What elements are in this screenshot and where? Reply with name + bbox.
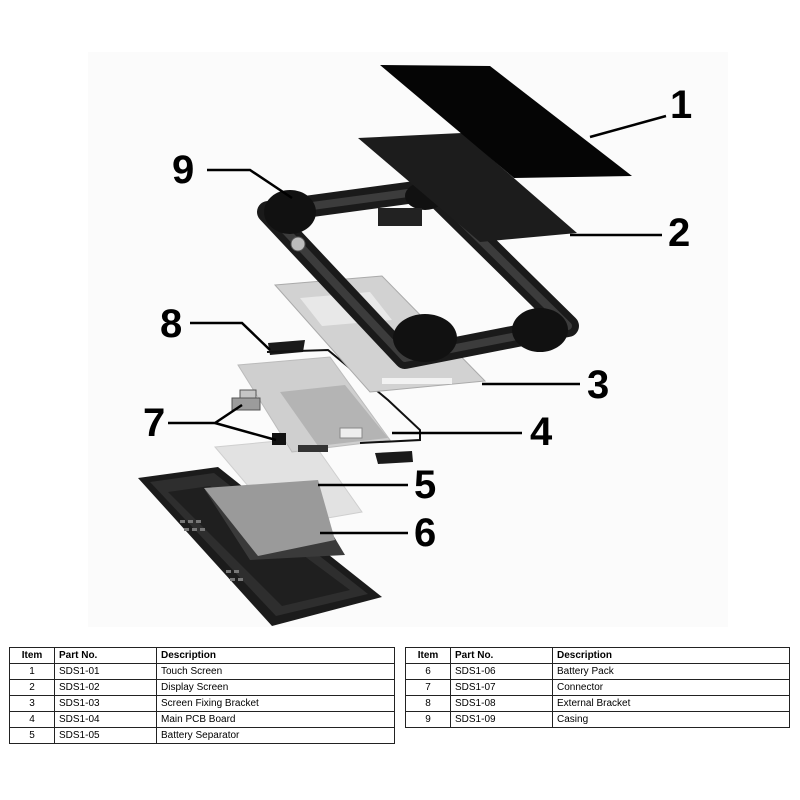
cell-description: Connector — [552, 679, 790, 696]
table-row: 7 SDS1-07 Connector — [405, 679, 790, 696]
cell-part-no: SDS1-07 — [450, 679, 553, 696]
parts-table-left: Item Part No. Description 1 SDS1-01 Touc… — [9, 647, 395, 744]
cell-part-no: SDS1-01 — [54, 663, 157, 680]
parts-table-right: Item Part No. Description 6 SDS1-06 Batt… — [405, 647, 790, 728]
callout-4: 4 — [530, 410, 553, 454]
callout-5: 5 — [414, 463, 436, 507]
cell-item: 2 — [9, 679, 55, 696]
callout-2: 2 — [668, 211, 690, 255]
cell-item: 6 — [405, 663, 451, 680]
leader-lines — [168, 114, 667, 535]
cell-part-no: SDS1-06 — [450, 663, 553, 680]
leader-line-1 — [589, 114, 667, 139]
cell-item: 4 — [9, 711, 55, 728]
part-casing — [257, 179, 579, 369]
table-row: 4 SDS1-04 Main PCB Board — [9, 711, 395, 728]
cell-item: 7 — [405, 679, 451, 696]
header-part-no: Part No. — [450, 647, 553, 664]
leader-line-7b — [214, 421, 277, 442]
callout-7: 7 — [143, 401, 165, 445]
leader-line-9 — [207, 168, 293, 200]
callout-1: 1 — [670, 83, 692, 127]
cell-part-no: SDS1-02 — [54, 679, 157, 696]
cell-description: Battery Pack — [552, 663, 790, 680]
table-row: 3 SDS1-03 Screen Fixing Bracket — [9, 695, 395, 712]
part-external-bracket — [266, 340, 421, 464]
part-display-screen — [358, 133, 577, 242]
part-main-pcb — [237, 356, 391, 453]
cell-description: Main PCB Board — [156, 711, 395, 728]
cell-description: Display Screen — [156, 679, 395, 696]
cell-item: 1 — [9, 663, 55, 680]
cell-item: 3 — [9, 695, 55, 712]
table-row: 9 SDS1-09 Casing — [405, 711, 790, 728]
table-header-row: Item Part No. Description — [405, 647, 790, 664]
cell-description: External Bracket — [552, 695, 790, 712]
cell-description: Screen Fixing Bracket — [156, 695, 395, 712]
table-header-row: Item Part No. Description — [9, 647, 395, 664]
cell-part-no: SDS1-05 — [54, 727, 157, 744]
table-row: 6 SDS1-06 Battery Pack — [405, 663, 790, 680]
header-description: Description — [156, 647, 395, 664]
table-row: 2 SDS1-02 Display Screen — [9, 679, 395, 696]
table-row: 1 SDS1-01 Touch Screen — [9, 663, 395, 680]
part-touch-screen — [380, 65, 632, 178]
cell-description: Touch Screen — [156, 663, 395, 680]
cell-item: 5 — [9, 727, 55, 744]
part-connectors — [231, 389, 286, 445]
table-row: 5 SDS1-05 Battery Separator — [9, 727, 395, 744]
cell-part-no: SDS1-09 — [450, 711, 553, 728]
cell-description: Battery Separator — [156, 727, 395, 744]
cell-description: Casing — [552, 711, 790, 728]
callout-3: 3 — [587, 363, 609, 407]
callout-8: 8 — [160, 302, 182, 346]
cell-item: 8 — [405, 695, 451, 712]
cell-part-no: SDS1-08 — [450, 695, 553, 712]
header-part-no: Part No. — [54, 647, 157, 664]
header-item: Item — [405, 647, 451, 664]
leader-line-8 — [190, 321, 271, 351]
cell-part-no: SDS1-03 — [54, 695, 157, 712]
callout-6: 6 — [414, 511, 436, 555]
header-description: Description — [552, 647, 790, 664]
table-row: 8 SDS1-08 External Bracket — [405, 695, 790, 712]
cell-item: 9 — [405, 711, 451, 728]
exploded-view-diagram: 1 2 3 4 5 6 7 8 9 — [138, 65, 693, 626]
callout-9: 9 — [172, 148, 194, 192]
header-item: Item — [9, 647, 55, 664]
cell-part-no: SDS1-04 — [54, 711, 157, 728]
